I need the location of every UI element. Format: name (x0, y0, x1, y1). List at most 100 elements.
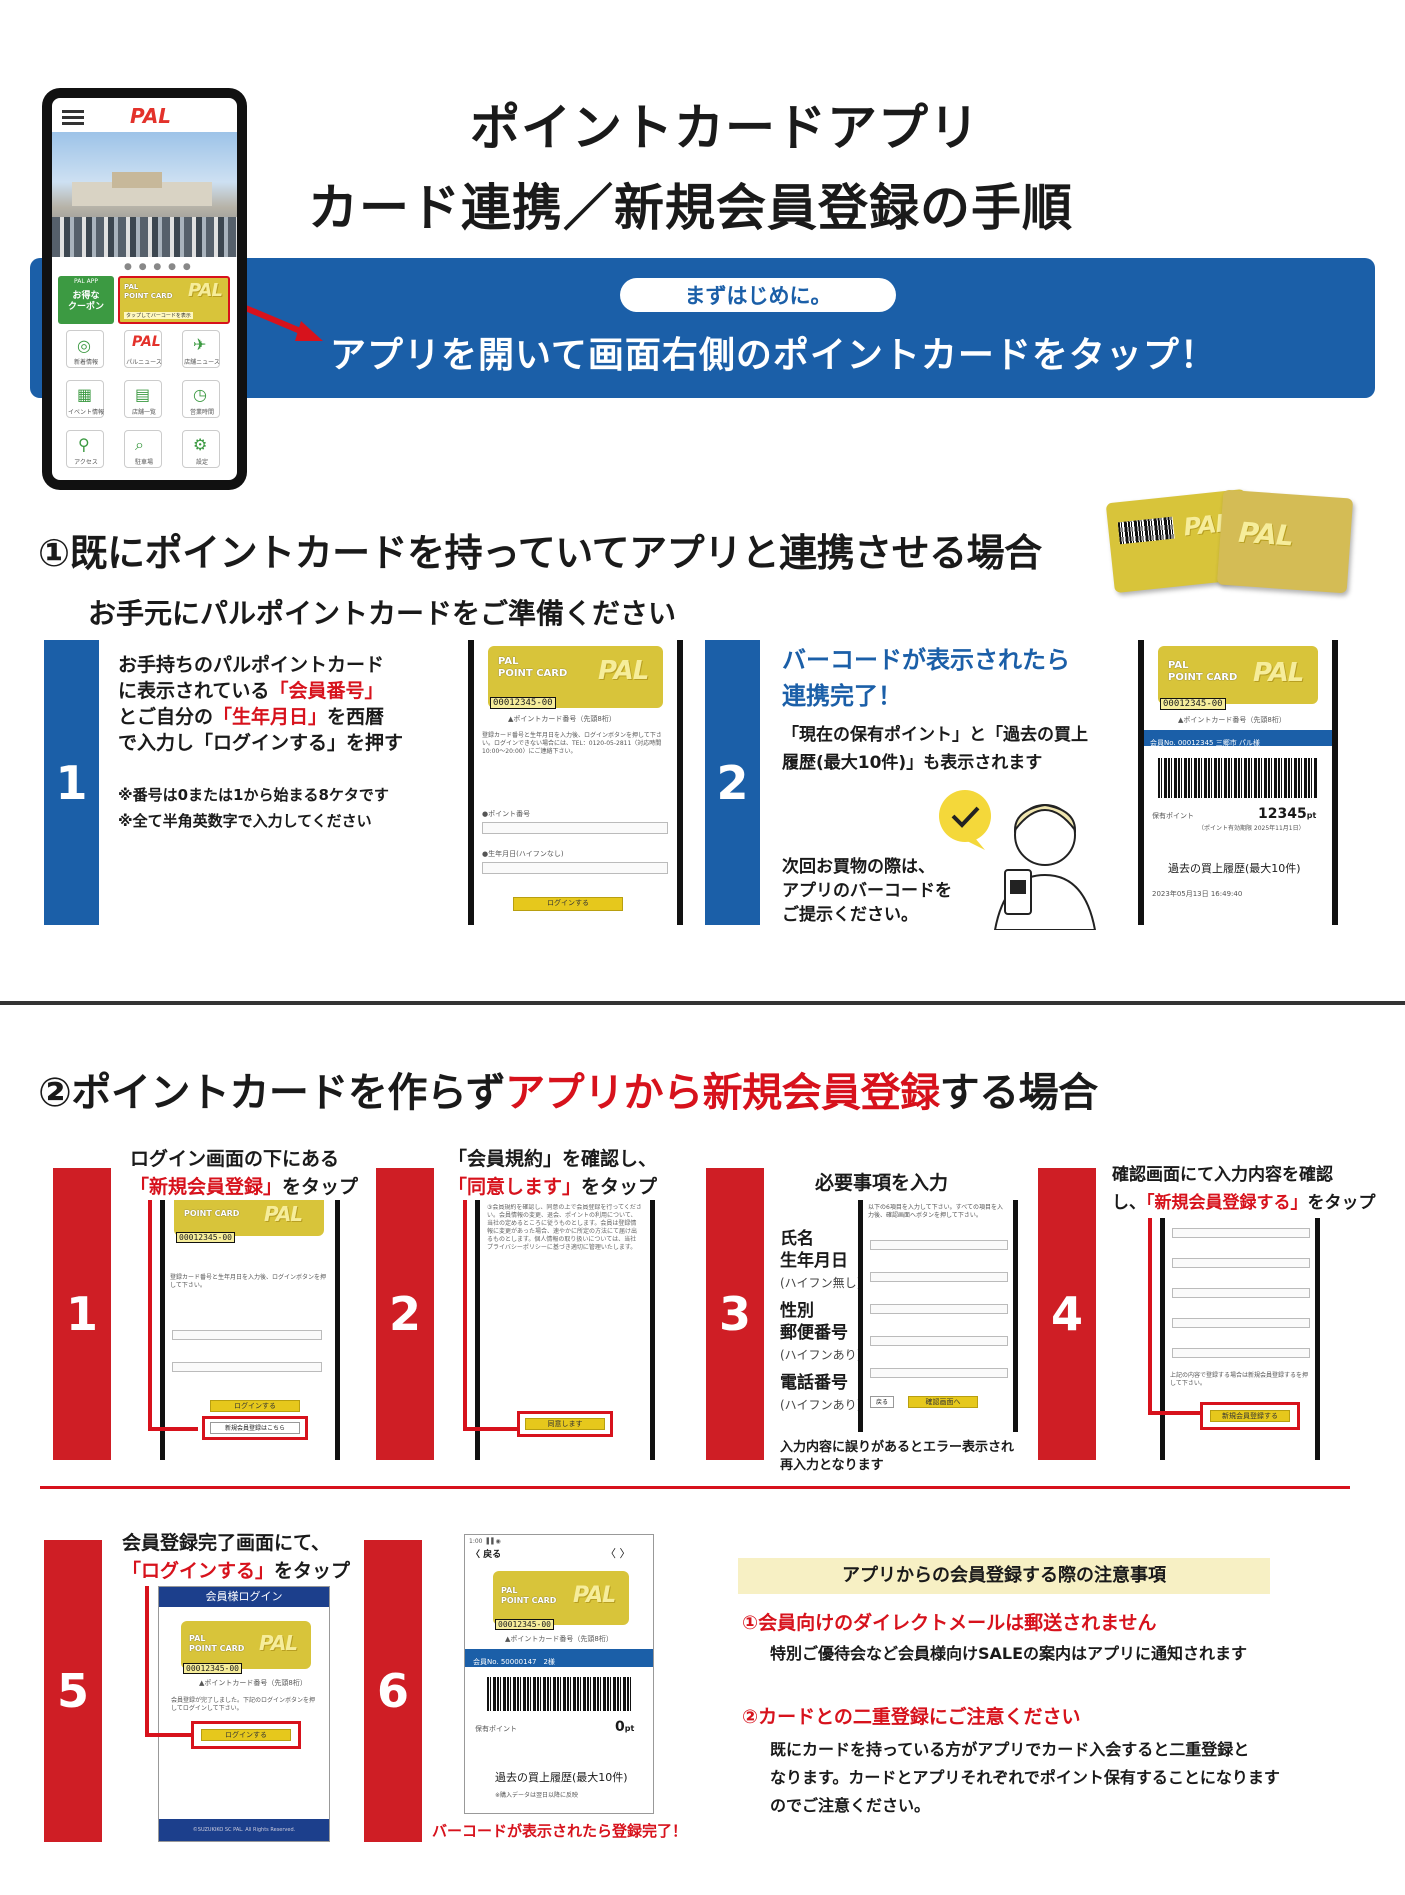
s2-step6-back[interactable]: 〈 戻る (471, 1550, 502, 1560)
s2-step2-mock: ③会員規約を確認し、同意の上で会員登録を行ってください。会員情報の変更、退会、ポ… (475, 1200, 655, 1460)
s1-done-points-label: 保有ポイント (1152, 812, 1194, 820)
s2-step2-terms: ③会員規約を確認し、同意の上で会員登録を行ってください。会員情報の変更、退会、ポ… (487, 1204, 642, 1251)
s2-step5-footer: ©SUZUKIKO SC PAL. All Rights Reserved. (192, 1827, 296, 1833)
s1-step2-next1: 次回お買物の際は、 (782, 857, 935, 877)
carousel-dots[interactable]: ● ● ● ● ● (124, 262, 193, 272)
s2-step5-line1: 会員登録完了画面にて、 (122, 1532, 331, 1554)
s1-step1-number: 1 (44, 640, 99, 925)
grid-access-icon[interactable]: ⚲アクセス (66, 430, 104, 468)
s1-login-mock: PAL POINT CARD PAL 00012345-00 ▲ポイントカード番… (468, 640, 683, 925)
grid-hours-icon[interactable]: ◷営業時間 (182, 380, 220, 418)
s2-step6-points-label: 保有ポイント (475, 1725, 517, 1733)
app-logo: PAL (130, 104, 172, 128)
person-illustration (935, 780, 1105, 931)
card-logo-back: PAL (1237, 515, 1295, 553)
s2-step4-number: 4 (1038, 1168, 1096, 1460)
gold-cards-image: PAL PAL (1105, 486, 1360, 616)
notes-n2-body2: なります。カードとアプリそれぞれでポイント保有することになります (770, 1768, 1280, 1787)
s2-step4-highlight (1200, 1402, 1300, 1430)
s2-step5-login-btn[interactable]: ログインする (201, 1729, 291, 1741)
s2-step3-error2: 再入力となります (780, 1458, 884, 1473)
s2-step4-line1: 確認画面にて入力内容を確認 (1112, 1165, 1333, 1185)
s2-step6-history: 過去の買上履歴(最大10件) (495, 1771, 628, 1784)
section-divider (0, 1001, 1405, 1005)
s2-step5-line2: 「ログインする」をタップ (122, 1560, 351, 1582)
s1-login-field1[interactable] (482, 822, 668, 834)
s2-step6-nav-arrows[interactable]: 〈 〉 (605, 1547, 631, 1560)
s2-step2-agree-btn[interactable]: 同意します (525, 1418, 605, 1430)
s1-done-history-item: 2023年05月13日 16:49:40 (1152, 890, 1243, 898)
s1-step2-next3: ご提示ください。 (782, 905, 918, 925)
coupon-top: PAL APP (74, 278, 98, 285)
s2-step6-mock: 1:00 ▐▐ ◉ 〈 戻る 〈 〉 PAL POINT CARD PAL 00… (464, 1534, 654, 1814)
section2-title: ②ポイントカードを作らずアプリから新規会員登録する場合 (38, 1070, 1098, 1116)
notes-n2-head: ②カードとの二重登録にご注意ください (742, 1706, 1081, 1728)
s2-step1-highlight (202, 1416, 308, 1440)
hamburger-icon[interactable] (62, 110, 84, 125)
s1-step2-number: 2 (705, 640, 760, 925)
s1-done-cardnum: 00012345-00 (1160, 698, 1226, 710)
tile-card-tap: タップしてバーコードを表示 (124, 312, 193, 319)
s1-step1-note1: ※番号は0または1から始まる8ケタです (118, 786, 389, 804)
s1-login-field2[interactable] (482, 862, 668, 874)
s2-step5-number: 5 (44, 1540, 102, 1842)
s2-step1-cardnum: 00012345-00 (176, 1232, 235, 1243)
s1-done-member: 会員No. 00012345 三郷市 パル様 (1150, 739, 1260, 747)
grid-settings-icon[interactable]: ⚙設定 (182, 430, 220, 468)
s2-step2-line2: 「同意します」をタップ (448, 1176, 658, 1198)
s2-step3-number: 3 (706, 1168, 764, 1460)
s2-step4-register-btn[interactable]: 新規会員登録する (1210, 1410, 1290, 1422)
s1-login-cardnum: 00012345-00 (490, 697, 556, 709)
tile-card-logo: PAL (188, 280, 223, 301)
s1-login-field1-label: ●ポイント番号 (482, 810, 531, 818)
tile-card-pointcard: POINT CARD (124, 292, 173, 300)
s1-done-barcode (1158, 758, 1318, 798)
s1-login-caption: ▲ポイントカード番号（先頭8桁） (508, 715, 616, 723)
s2-step6-number: 6 (364, 1540, 422, 1842)
s2-step3-error1: 入力内容に誤りがあるとエラー表示され (780, 1440, 1015, 1455)
s2-step6-barcode (487, 1677, 633, 1711)
s1-step2-next2: アプリのバーコードを (782, 881, 952, 901)
s2-step6-points: 0pt (615, 1719, 635, 1735)
s2-step2-line1: 「会員規約」を確認し、 (448, 1148, 658, 1170)
s1-step2-body1: 「現在の保有ポイント」と「過去の買上 (782, 725, 1088, 745)
coupon-tile[interactable]: PAL APP お得な クーポン (58, 276, 114, 324)
s2-step5-highlight (191, 1721, 301, 1749)
section1-subtitle: お手元にパルポイントカードをご準備ください (88, 597, 677, 630)
s1-done-points-note: （ポイント有効期限 2025年11月1日） (1198, 825, 1305, 832)
s1-login-button[interactable]: ログインする (513, 897, 623, 911)
s1-done-caption: ▲ポイントカード番号（先頭8桁） (1178, 716, 1286, 724)
grid-shops-icon[interactable]: ▤店舗一覧 (124, 380, 162, 418)
notes-title: アプリからの会員登録する際の注意事項 (842, 1565, 1166, 1586)
hero-photo (52, 132, 237, 257)
grid-shopnews-icon[interactable]: ✈店舗ニュース (182, 330, 220, 368)
page-title-line1: ポイントカードアプリ (470, 99, 980, 157)
s2-step1-line2: 「新規会員登録」をタップ (130, 1176, 359, 1198)
notes-title-box: アプリからの会員登録する際の注意事項 (738, 1558, 1270, 1594)
intro-text: アプリを開いて画面右側のポイントカードをタップ！ (330, 335, 1217, 376)
point-card-tile[interactable]: PAL POINT CARD PAL タップしてバーコードを表示 (118, 276, 230, 324)
s2-step6-member: 会員No. 50000147 2様 (473, 1658, 555, 1666)
s1-done-mock: PAL POINT CARD PAL 00012345-00 ▲ポイントカード番… (1138, 640, 1338, 925)
section1-title: ①既にポイントカードを持っていてアプリと連携させる場合 (38, 531, 1042, 575)
grid-event-icon[interactable]: ▦イベント情報 (66, 380, 104, 418)
notes-n2-body1: 既にカードを持っている方がアプリでカード入会すると二重登録と (770, 1740, 1250, 1759)
s2-step3-confirm-btn[interactable]: 確認画面へ (908, 1396, 978, 1408)
s2-step4-line2: し、「新規会員登録する」をタップ (1112, 1193, 1376, 1213)
s2-step3-title: 必要事項を入力 (815, 1172, 949, 1194)
s1-step1-text: お手持ちのパルポイントカード に表示されている「会員番号」 とご自分の「生年月日… (118, 654, 404, 754)
s2-step3-back-btn[interactable]: 戻る (870, 1396, 894, 1408)
notes-n2-body3: のでご注意ください。 (770, 1796, 931, 1815)
s2-step1-mock: POINT CARD PAL 00012345-00 登録カード番号と生年月日を… (160, 1200, 340, 1460)
s2-step1-new-btn[interactable]: 新規会員登録はこちら (210, 1422, 300, 1434)
page-title-line2: カード連携／新規会員登録の手順 (308, 179, 1073, 237)
phone-screen: PAL ● ● ● ● ● PAL APP お得な クーポン PAL POINT… (52, 98, 237, 480)
s2-step5-screen-title: 会員様ログイン (205, 1590, 283, 1603)
s2-step1-login-btn[interactable]: ログインする (210, 1400, 300, 1412)
phone-mockup: PAL ● ● ● ● ● PAL APP お得な クーポン PAL POINT… (42, 88, 247, 490)
s1-step2-head1: バーコードが表示されたら (782, 646, 1070, 674)
grid-news-icon[interactable]: ◎新着情報 (66, 330, 104, 368)
grid-parking-icon[interactable]: ⌕駐車場 (124, 430, 162, 468)
